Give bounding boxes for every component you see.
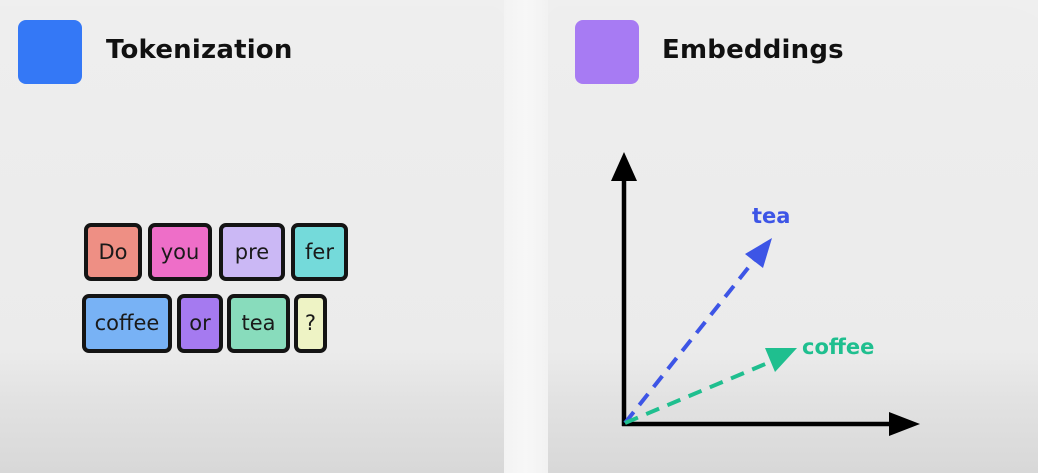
token-do: Do <box>84 223 142 281</box>
coffee-vector-arrowhead <box>765 348 797 372</box>
token-you: you <box>148 223 212 281</box>
coffee-vector-label: coffee <box>802 335 874 359</box>
token-fer: fer <box>291 223 348 281</box>
embeddings-square-icon <box>575 20 639 84</box>
token-coffee: coffee <box>82 294 172 353</box>
x-axis-arrowhead <box>889 412 920 436</box>
token-or: or <box>177 294 223 353</box>
coffee-vector <box>624 360 771 425</box>
panel-divider <box>504 0 548 473</box>
tea-vector <box>623 256 758 425</box>
y-axis-arrowhead <box>611 152 637 181</box>
token-pre: pre <box>219 223 285 281</box>
tokenization-square-icon <box>18 20 82 84</box>
token-question: ? <box>294 294 327 353</box>
tea-vector-label: tea <box>752 204 790 228</box>
embeddings-title: Embeddings <box>662 35 844 65</box>
token-tea: tea <box>227 294 290 353</box>
tea-vector-arrowhead <box>745 238 772 268</box>
tokenization-title: Tokenization <box>106 35 293 65</box>
